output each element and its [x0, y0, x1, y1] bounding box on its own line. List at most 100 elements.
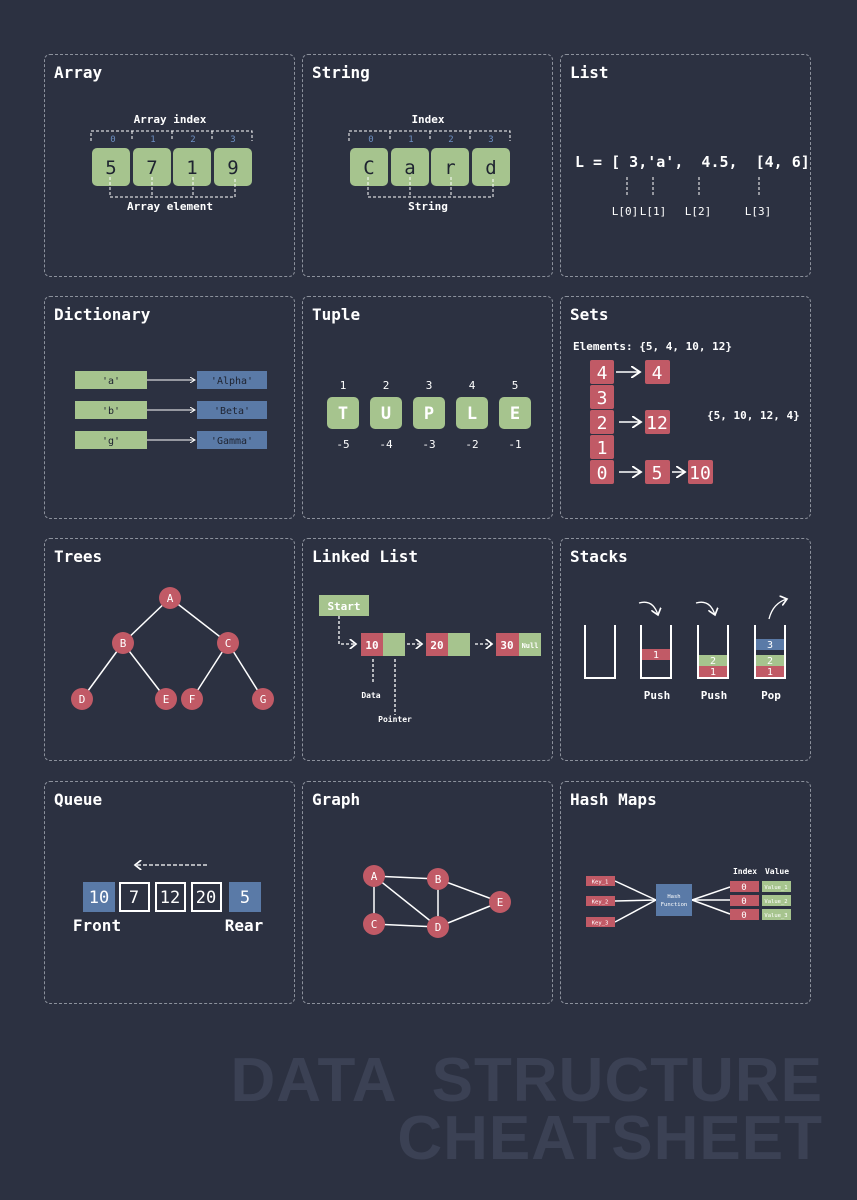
- tree-node: [181, 688, 203, 710]
- stack-container: [697, 625, 729, 679]
- stack-container: [584, 625, 616, 679]
- array-cell: [133, 148, 171, 186]
- set-result: {5, 10, 12, 4}: [707, 409, 800, 422]
- index-bracket: [348, 130, 511, 141]
- list-index-label: L[0]: [612, 205, 639, 218]
- hash-edge: [614, 880, 657, 901]
- bucket-index: 0: [597, 463, 608, 484]
- dict-key: 'a': [102, 376, 120, 387]
- panel-title: List: [570, 63, 609, 82]
- tuple-item: L: [467, 404, 477, 424]
- panel-title: Graph: [312, 790, 361, 809]
- hash-edge: [614, 899, 657, 902]
- char: C: [363, 157, 374, 179]
- operation-label: Push: [701, 689, 728, 702]
- index: 3: [230, 135, 235, 145]
- panel-title: Sets: [570, 305, 609, 324]
- set-element: 12: [646, 413, 668, 434]
- dict-key-box: [75, 401, 147, 419]
- tuple-cell: [413, 397, 445, 429]
- queue-item: [83, 882, 115, 912]
- stack-item: [699, 666, 728, 677]
- panel-title: String: [312, 63, 370, 82]
- index: 1: [408, 135, 413, 145]
- array-diagram: Array index 0 1 2 3 5 7 1 9 Array elemen…: [90, 113, 253, 213]
- tuple-cell: [370, 397, 402, 429]
- tree-edge: [81, 642, 124, 700]
- node-data: [496, 633, 519, 656]
- node-label: E: [163, 693, 170, 706]
- linked-list-diagram: Start 10 20 30 Null Data Pointer: [319, 595, 541, 724]
- panel-title: Queue: [54, 790, 103, 809]
- cheatsheet-title-line1: DATA STRUCTURE: [230, 1046, 823, 1115]
- string-diagram: Index 0 1 2 3 C a r d String: [348, 113, 511, 213]
- start-label: Start: [327, 600, 360, 613]
- key-label: Key_2: [592, 900, 609, 906]
- stack-value: 3: [767, 640, 773, 651]
- hash-edge: [691, 886, 731, 901]
- list-index-label: L[3]: [745, 205, 772, 218]
- panel-title: Stacks: [570, 547, 628, 566]
- dict-key: 'b': [102, 406, 120, 417]
- dict-value-box: [197, 431, 267, 449]
- negative-index: -3: [422, 438, 435, 451]
- string-cell: [350, 148, 388, 186]
- hash-function-box: [656, 884, 692, 916]
- trees-panel: Trees A B C D E F G: [44, 538, 295, 761]
- node-pointer: [519, 633, 541, 656]
- operation-label: Push: [644, 689, 671, 702]
- hash-maps-panel: Hash Maps Key_1 Key_2 Key_3: [560, 781, 811, 1004]
- value-label: Value_2: [764, 899, 787, 905]
- tuple-cell: [456, 397, 488, 429]
- graph-node: [363, 865, 385, 887]
- dict-pair: 'a' 'Alpha': [75, 371, 267, 389]
- tree-node: [155, 688, 177, 710]
- node-data: [361, 633, 383, 656]
- node-label: C: [371, 918, 378, 931]
- tree-node: [159, 587, 181, 609]
- node-label: F: [189, 693, 196, 706]
- graph-diagram: A B C D E: [363, 865, 511, 938]
- key-label: Key_1: [592, 880, 609, 886]
- hash-edge: [691, 899, 731, 915]
- stack-item: [642, 649, 671, 660]
- value-box: [762, 881, 791, 892]
- linked-list-panel: Linked List Start 10 20 30 Null Data Poi…: [302, 538, 553, 761]
- stack-value: 1: [653, 650, 659, 661]
- value-header: Value: [765, 867, 789, 876]
- panel-title: Linked List: [312, 547, 418, 566]
- graph-edge: [437, 901, 501, 928]
- node-value: 10: [365, 639, 378, 652]
- tree-edge: [169, 597, 229, 644]
- index-box: [730, 881, 759, 892]
- bucket: [590, 435, 614, 459]
- tree-edge: [122, 642, 167, 700]
- value-label: Value_3: [764, 913, 787, 919]
- dictionary-panel: Dictionary 'a' 'Alpha' 'b' 'Beta' 'g' 'G…: [44, 296, 295, 519]
- sets-panel: Sets Elements: {5, 4, 10, 12} 4 3 2 1 0 …: [560, 296, 811, 519]
- dict-value: 'Alpha': [211, 376, 253, 387]
- set-element-box: [645, 410, 670, 434]
- char: r: [444, 157, 455, 179]
- dict-value-box: [197, 401, 267, 419]
- hash-edge: [614, 899, 657, 923]
- array-cell: [92, 148, 130, 186]
- set-element: 5: [652, 463, 663, 484]
- element: 7: [146, 157, 157, 179]
- key-box: [586, 917, 615, 927]
- panel-title: Trees: [54, 547, 103, 566]
- list-panel: List L = [ 3,'a', 4.5, [4, 6] ] L[0] L[1…: [560, 54, 812, 277]
- queue-item: [191, 882, 222, 912]
- stack-value: 1: [767, 667, 773, 678]
- tree-edge: [227, 642, 264, 700]
- index-box: [730, 895, 759, 906]
- hash-function-label: Function: [661, 902, 688, 908]
- tuple-panel: Tuple 1 2 3 4 5 T U P L E -5 -4 -3 -2: [302, 296, 553, 519]
- string-cell: [431, 148, 469, 186]
- index-box: [730, 909, 759, 920]
- stack-value: 2: [767, 656, 773, 667]
- queue-value: 7: [129, 888, 139, 908]
- bucket-index: 4: [597, 363, 608, 384]
- data-label: Data: [361, 691, 380, 700]
- pointer-lines: [626, 177, 760, 195]
